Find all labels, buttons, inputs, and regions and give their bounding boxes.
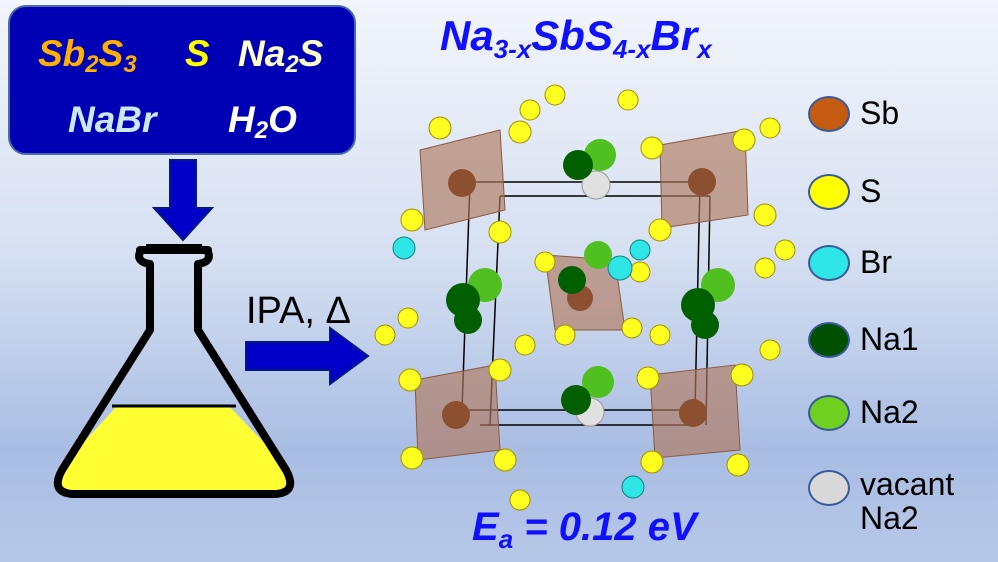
sb-swatch-icon xyxy=(808,96,850,132)
br-atoms xyxy=(392,236,651,499)
legend-item-na2: Na2 xyxy=(808,395,919,431)
legend-item-br: Br xyxy=(808,245,892,281)
right-arrow-icon xyxy=(245,326,370,386)
legend-label: Na2 xyxy=(860,394,919,431)
vacant-swatch-icon xyxy=(808,470,850,506)
reaction-conditions: IPA, Δ xyxy=(246,290,351,332)
reagent-nabr: NaBr xyxy=(68,99,157,140)
legend-label-line1: vacant xyxy=(860,466,955,502)
reagent-h2o: H2O xyxy=(228,99,297,144)
reagent-sb2s3: Sb2S3 xyxy=(38,33,137,78)
na1-swatch-icon xyxy=(808,322,850,358)
s-atoms xyxy=(374,84,796,511)
flask-icon xyxy=(53,244,295,498)
reagent-s: S xyxy=(185,33,210,74)
activation-energy: Ea = 0.12 eV xyxy=(472,505,697,554)
legend-label-line2: Na2 xyxy=(860,499,919,536)
sb-atoms xyxy=(442,168,716,429)
down-arrow-icon xyxy=(151,159,215,242)
legend-item-na1: Na1 xyxy=(808,322,919,358)
legend-label: S xyxy=(860,173,882,210)
legend-item-sb: Sb xyxy=(808,96,899,132)
s-swatch-icon xyxy=(808,174,850,210)
br-swatch-icon xyxy=(808,245,850,281)
reagents-box: Sb2S3 S Na2S NaBr H2O xyxy=(8,5,356,155)
na2-swatch-icon xyxy=(808,395,850,431)
legend-label: Sb xyxy=(860,95,900,132)
legend-label: Na1 xyxy=(860,321,919,358)
legend-label: Br xyxy=(860,244,892,281)
na1-atoms xyxy=(446,150,719,415)
reagent-na2s: Na2S xyxy=(238,33,324,78)
legend-item-s: S xyxy=(808,174,881,210)
compound-formula-title: Na3-xSbS4-xBrx xyxy=(440,12,712,64)
